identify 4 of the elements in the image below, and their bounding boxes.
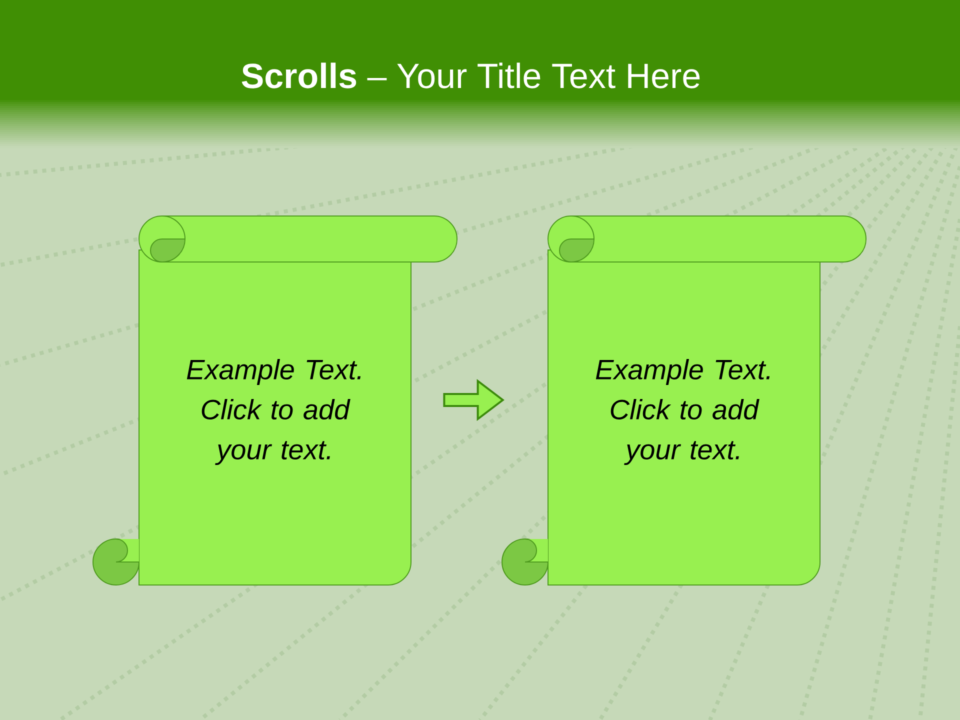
scroll-box: Example Text. Click to add your text. bbox=[92, 216, 458, 586]
title: Scrolls – Your Title Text Here bbox=[242, 62, 700, 88]
scroll-box: Example Text. Click to add your text. bbox=[502, 216, 867, 586]
block-arrow bbox=[443, 378, 504, 422]
